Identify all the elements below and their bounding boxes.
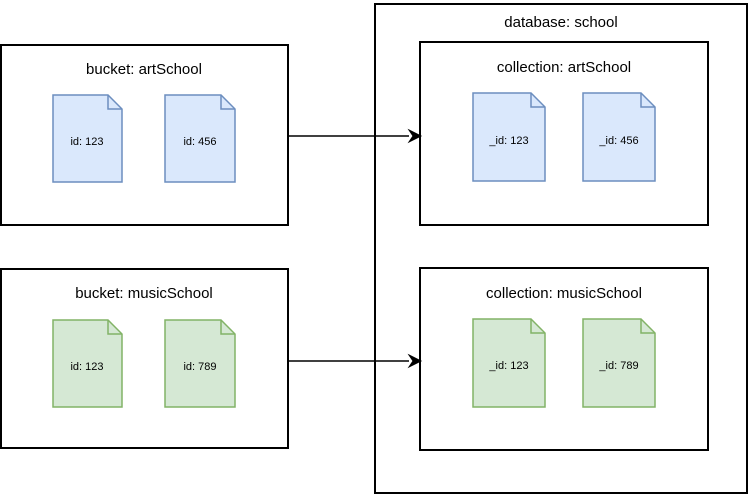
document-page-icon [472, 318, 546, 408]
bucket-musicschool-title: bucket: musicSchool [75, 285, 213, 302]
bucket-box-artschool[interactable]: bucket: artSchool id: 123 id: 456 [0, 44, 289, 226]
document-icon[interactable]: _id: 123 [472, 92, 546, 182]
document-icon[interactable]: id: 123 [52, 319, 123, 408]
artschool-migration-arrow[interactable] [289, 128, 423, 144]
document-label: _id: 123 [488, 360, 528, 372]
collection-box-artschool[interactable]: collection: artSchool _id: 123 _id: 456 [419, 41, 709, 226]
collection-musicschool-border [419, 267, 709, 451]
arrow-head-icon [407, 128, 423, 144]
document-icon[interactable]: _id: 123 [472, 318, 546, 408]
document-label: _id: 789 [598, 360, 638, 372]
document-page-icon [52, 319, 123, 408]
document-fold-icon [640, 319, 655, 334]
document-fold-icon [530, 319, 545, 334]
document-label: _id: 456 [598, 135, 638, 147]
collection-musicschool-title: collection: musicSchool [486, 285, 642, 302]
document-icon[interactable]: _id: 456 [582, 92, 656, 182]
document-fold-icon [107, 95, 122, 110]
document-label: id: 123 [70, 361, 103, 373]
document-page-icon [582, 92, 656, 182]
document-fold-icon [107, 320, 122, 335]
document-page-icon [472, 92, 546, 182]
document-label: id: 789 [183, 361, 216, 373]
document-fold-icon [640, 93, 655, 108]
document-icon[interactable]: _id: 789 [582, 318, 656, 408]
arrow-head-icon [407, 353, 423, 369]
collection-box-musicschool[interactable]: collection: musicSchool _id: 123 _id: 78… [419, 267, 709, 451]
document-fold-icon [220, 320, 235, 335]
document-fold-icon [530, 93, 545, 108]
bucket-box-musicschool[interactable]: bucket: musicSchool id: 123 id: 789 [0, 268, 289, 449]
database-title: database: school [504, 14, 617, 31]
collection-artschool-border [419, 41, 709, 226]
musicschool-migration-arrow[interactable] [289, 353, 423, 369]
document-page-icon [164, 319, 236, 408]
document-icon[interactable]: id: 123 [52, 94, 123, 183]
collection-artschool-title: collection: artSchool [497, 59, 631, 76]
document-icon[interactable]: id: 456 [164, 94, 236, 183]
document-icon[interactable]: id: 789 [164, 319, 236, 408]
document-page-icon [52, 94, 123, 183]
bucket-artschool-border [0, 44, 289, 226]
bucket-musicschool-border [0, 268, 289, 449]
document-label: id: 456 [183, 136, 216, 148]
document-label: id: 123 [70, 136, 103, 148]
document-fold-icon [220, 95, 235, 110]
bucket-artschool-title: bucket: artSchool [86, 61, 202, 78]
document-label: _id: 123 [488, 135, 528, 147]
document-page-icon [164, 94, 236, 183]
document-page-icon [582, 318, 656, 408]
